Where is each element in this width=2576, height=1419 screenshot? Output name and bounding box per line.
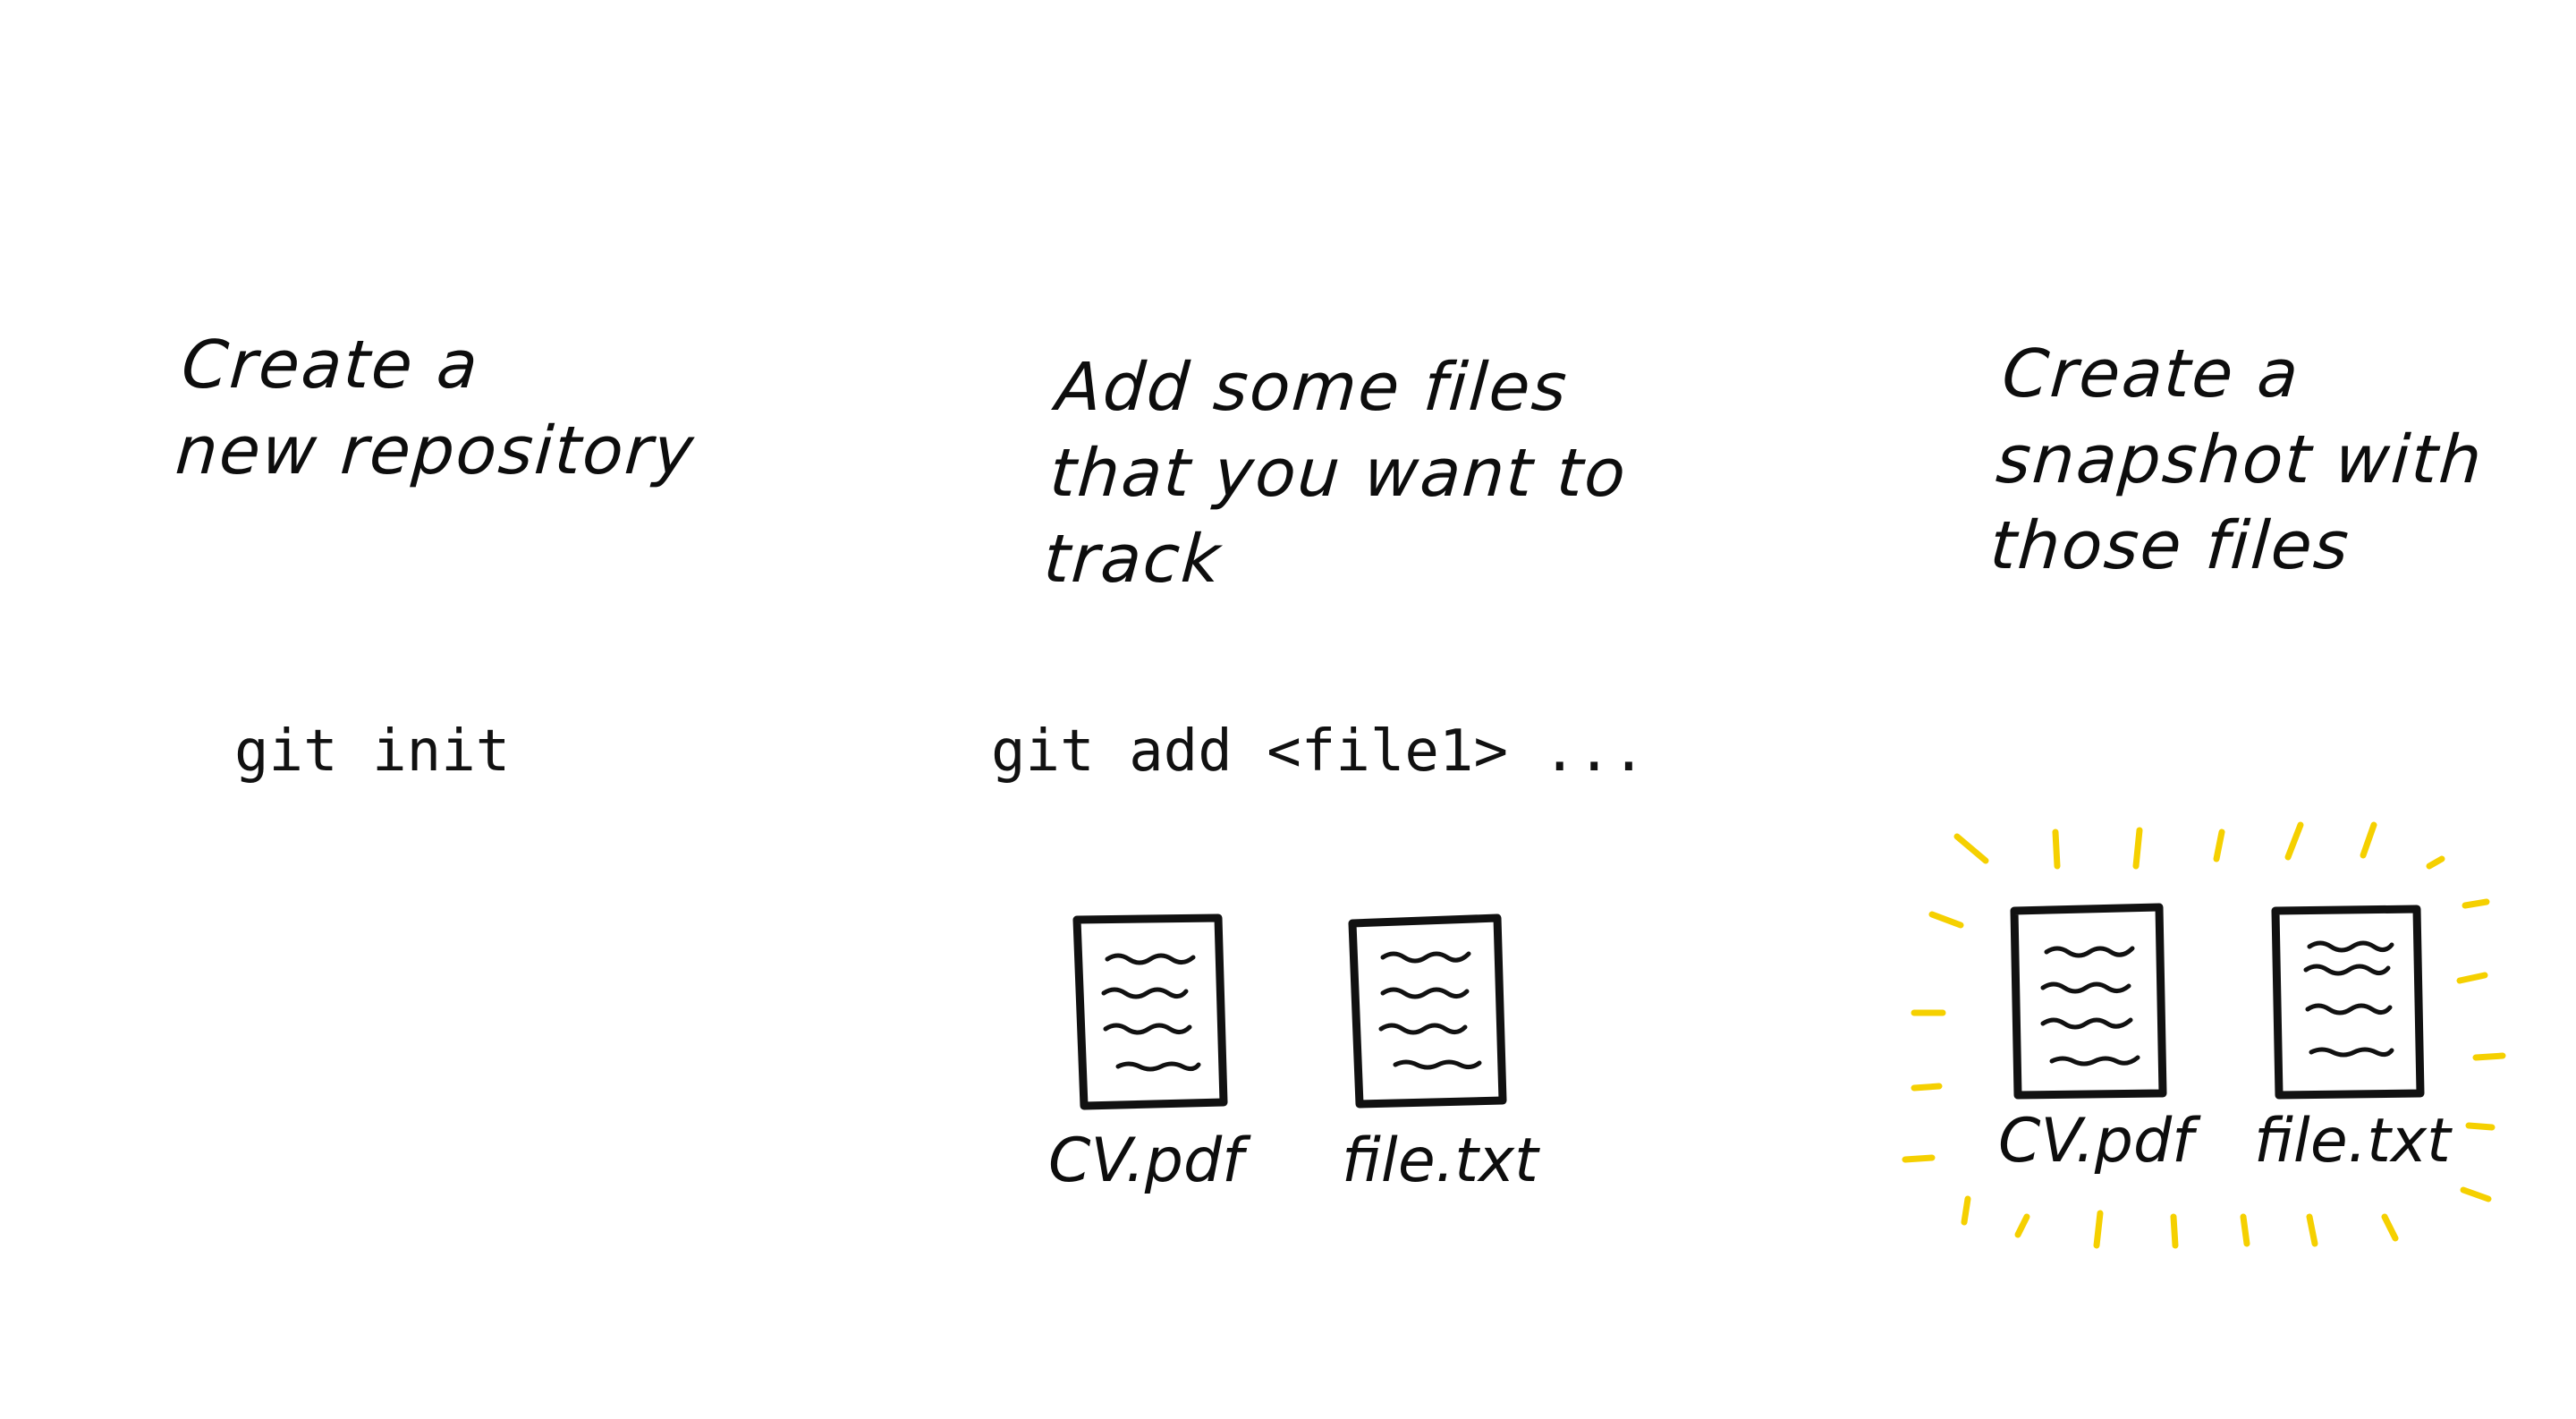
step-1-heading: Create a new repository (173, 327, 698, 489)
file-label-cv: CV.pdf (1048, 1126, 1244, 1196)
document-icon (2010, 903, 2167, 1100)
document-icon (1348, 913, 1507, 1109)
snapshot-file-txt: file.txt (2254, 895, 2451, 1190)
file-label-txt: file.txt (1342, 1126, 1538, 1196)
snapshot-file-label-cv: CV.pdf (1998, 1106, 2194, 1177)
document-icon (1072, 913, 1228, 1110)
step-2-heading: Add some files that you want to track (1041, 349, 1630, 598)
step-1-command: git init (234, 718, 511, 785)
file-document-cv: CV.pdf (1048, 904, 1243, 1199)
snapshot-glow-rays (1902, 821, 2506, 1249)
snapshot-file-cv: CV.pdf (1998, 895, 2193, 1190)
step-2-command: git add <file1> ... (991, 718, 1647, 785)
document-icon (2271, 905, 2425, 1100)
file-document-txt: file.txt (1342, 904, 1538, 1199)
step-create-repository: Create a new repository git init (0, 0, 859, 1419)
step-create-snapshot: Create a snapshot with those files (1753, 0, 2576, 1419)
step-add-files: Add some files that you want to track gi… (859, 0, 1753, 1419)
snapshot-file-label-txt: file.txt (2254, 1106, 2451, 1177)
